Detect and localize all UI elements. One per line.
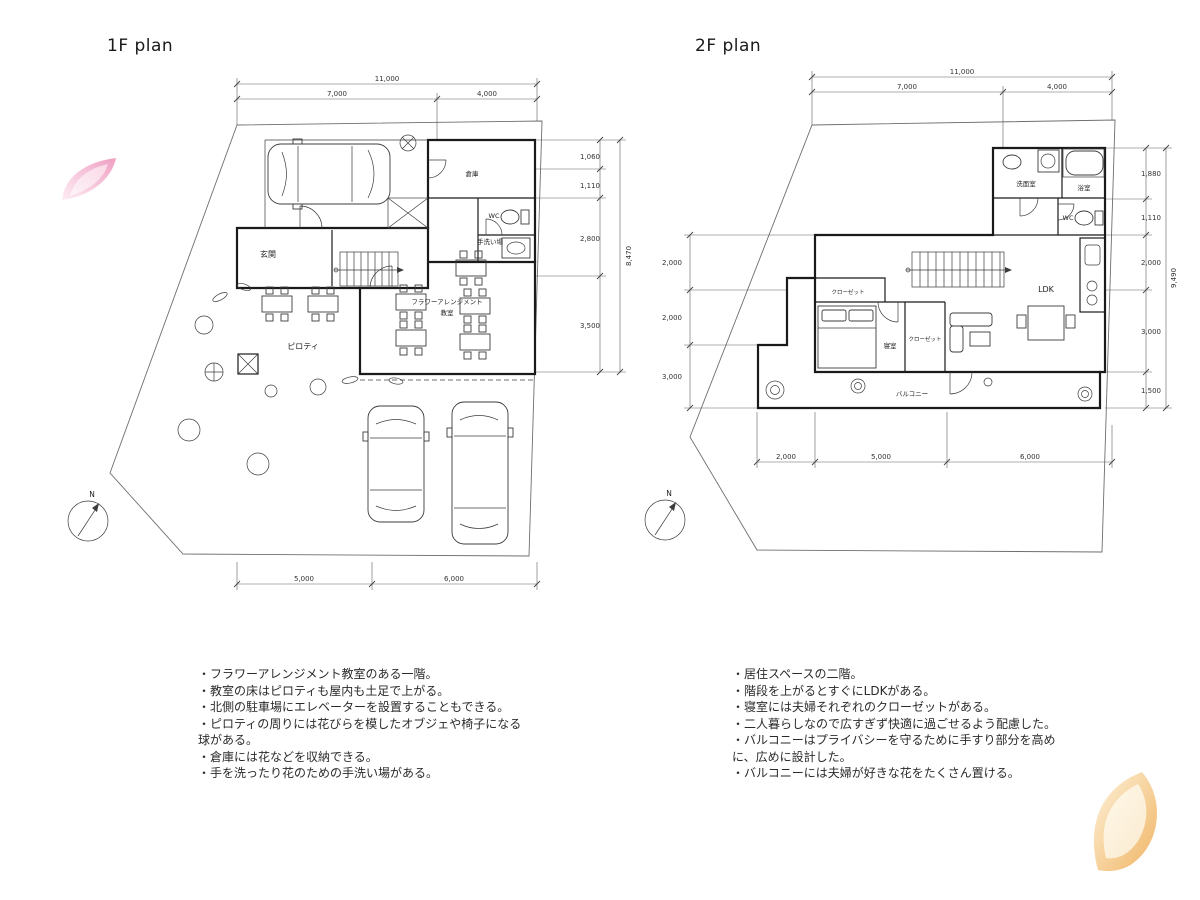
plan1-garden-objects (177, 283, 404, 476)
note-line: ・二人暮らしなので広すぎず快適に過ごせるよう配慮した。 (732, 716, 1057, 731)
plan1-dimensions: 11,000 7,000 4,000 1,060 1,110 2,800 3,5… (233, 75, 633, 590)
room-label-ldk: LDK (1038, 285, 1055, 294)
petal-decoration-pink (62, 158, 116, 200)
plan1-title: 1F plan (107, 36, 174, 56)
room-label-classroom-2: 教室 (441, 308, 455, 317)
plan2-dim-right-4: 3,000 (1141, 328, 1161, 336)
dining-table-icon (1016, 305, 1076, 341)
plan1-drawing: 11,000 7,000 4,000 1,060 1,110 2,800 3,5… (67, 75, 633, 590)
plan2-drawing: 11,000 7,000 4,000 1,880 1,110 2,000 3,0… (644, 68, 1178, 553)
car-icon (267, 138, 391, 210)
note-line: ・バルコニーはプライバシーを守るために手すり部分を高め (732, 733, 1056, 747)
note-line: ・フラワーアレンジメント教室のある一階。 (198, 667, 438, 681)
room-label-handwash: 手洗い場 (477, 237, 504, 246)
plan2-title: 2F plan (695, 36, 762, 56)
petal-decoration-orange (1093, 772, 1157, 872)
plan2-notes: ・居住スペースの二階。 ・階段を上がるとすぐにLDKがある。 ・寝室には夫婦それ… (732, 666, 1132, 782)
note-line: ・倉庫には花などを収納できる。 (198, 749, 378, 764)
bathtub-icon (1062, 148, 1105, 178)
plan1-tables (261, 250, 491, 360)
note-line: ・バルコニーには夫婦が好きな花をたくさん置ける。 (732, 766, 1020, 780)
plan2-dim-left-3: 3,000 (662, 373, 682, 381)
plan2-dim-right-5: 1,500 (1141, 387, 1161, 395)
plan2-dim-right-3: 2,000 (1141, 259, 1161, 267)
plan2-dim-right-2: 1,110 (1141, 214, 1161, 222)
kitchen-counter (1079, 237, 1106, 313)
plan2-dim-left-1: 2,000 (662, 259, 682, 267)
plan1-dim-top-total: 11,000 (375, 75, 400, 83)
plan2-dimensions: 11,000 7,000 4,000 1,880 1,110 2,000 3,0… (662, 68, 1178, 468)
plan2-dim-left-2: 2,000 (662, 314, 682, 322)
plan2-dim-bottom-3: 6,000 (1020, 453, 1040, 461)
washbasin-icon (1002, 149, 1060, 173)
plan1-dim-top-left: 7,000 (327, 90, 347, 98)
plan2-dim-bottom-2: 5,000 (871, 453, 891, 461)
room-label-bedroom: 寝室 (884, 341, 898, 350)
plan1-dim-bottom-1: 5,000 (294, 575, 314, 583)
plan2-walls (756, 146, 1107, 410)
plan2-dim-top-total: 11,000 (950, 68, 975, 76)
plan1-elevator-box (387, 197, 429, 229)
plan1-dim-right-total: 8,470 (625, 246, 633, 266)
note-line: ・ピロティの周りには花びらを模したオブジェや椅子になる (198, 716, 522, 731)
plan2-dim-top-left: 7,000 (897, 83, 917, 91)
room-label-closet1: クローゼット (831, 288, 864, 296)
plan2-dim-right-1: 1,880 (1141, 170, 1161, 178)
north-arrow-icon: N (67, 490, 109, 542)
plan2-dim-top-right: 4,000 (1047, 83, 1067, 91)
north-label: N (666, 489, 672, 498)
note-line: 球がある。 (198, 733, 259, 747)
plan1-site-boundary (109, 120, 543, 557)
handwash-sink-icon (501, 237, 531, 259)
plan1-dim-right-2: 1,110 (580, 182, 600, 190)
room-label-balcony: バルコニー (896, 390, 928, 398)
room-label-storage: 倉庫 (466, 169, 480, 178)
room-label-entrance: 玄関 (260, 249, 276, 259)
north-label: N (89, 490, 95, 499)
note-line: ・居住スペースの二階。 (732, 667, 863, 681)
note-line: ・寝室には夫婦それぞれのクローゼットがある。 (732, 700, 997, 714)
room-label-washroom: 洗面室 (1016, 179, 1036, 188)
car-icon (362, 405, 430, 523)
bed-icon (817, 305, 877, 369)
sofa-icon (949, 312, 993, 353)
note-line: ・教室の床はピロティも屋内も土足で上がる。 (198, 683, 450, 698)
car-icon (446, 401, 514, 545)
fan-icon (399, 134, 417, 152)
plan2-site-boundary (689, 119, 1116, 553)
room-label-bath: 浴室 (1078, 183, 1092, 192)
room-label-wc: WC (489, 212, 500, 220)
room-label-closet2: クローゼット (908, 335, 941, 343)
north-arrow-icon: N (644, 489, 686, 541)
plan1-notes: ・フラワーアレンジメント教室のある一階。 ・教室の床はピロティも屋内も土足で上が… (198, 666, 598, 782)
room-label-piloti: ピロティ (287, 342, 319, 351)
note-line: ・手を洗ったり花のための手洗い場がある。 (198, 766, 439, 780)
plan1-dim-right-3: 2,800 (580, 235, 600, 243)
note-line: ・階段を上がるとすぐにLDKがある。 (732, 683, 936, 698)
note-line: ・北側の駐車場にエレベーターを設置することもできる。 (198, 700, 510, 714)
plan1-dim-top-right: 4,000 (477, 90, 497, 98)
plan2-dim-bottom-1: 2,000 (776, 453, 796, 461)
plan2-stairs (905, 251, 1012, 288)
plan2-dim-right-total: 9,490 (1170, 268, 1178, 288)
plan1-stairs (333, 251, 404, 287)
plan2-doors (877, 197, 1075, 395)
room-label-wc2: WC (1063, 214, 1074, 222)
note-line: に、広めに設計した。 (732, 749, 852, 764)
plan2-planters (765, 377, 1093, 402)
toilet-icon (500, 209, 530, 225)
toilet-icon (1074, 210, 1104, 226)
plan1-dim-right-4: 3,500 (580, 322, 600, 330)
plan1-dim-right-1: 1,060 (580, 153, 600, 161)
plan1-dim-bottom-2: 6,000 (444, 575, 464, 583)
room-label-classroom-1: フラワーアレンジメント (411, 298, 482, 306)
